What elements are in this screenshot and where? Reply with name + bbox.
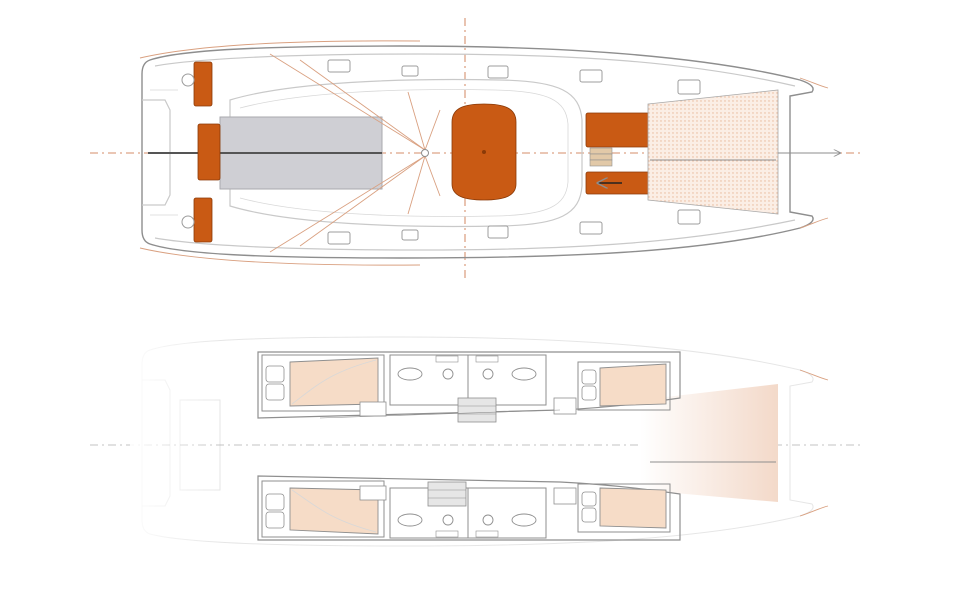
aft-bench-cushion [197, 123, 221, 181]
interior-starboard-bow-tip [799, 505, 829, 517]
port-bow-tip [799, 77, 829, 89]
starboard-helm-seat [193, 197, 213, 243]
starboard-sink-fwd [511, 513, 537, 527]
mast-step [421, 149, 429, 157]
port-companionway-steps [457, 397, 497, 423]
starboard-gunwale-line [154, 219, 796, 251]
accommodation-plan [90, 330, 860, 550]
deck-hatches [327, 59, 701, 245]
transom-step-lines [150, 89, 178, 216]
port-helm-seat [193, 61, 213, 107]
port-sheer-line [139, 40, 421, 59]
starboard-fwd-cabin [577, 483, 671, 533]
port-winch [181, 73, 195, 87]
port-shower-drain-fwd [482, 368, 494, 380]
starboard-shower-drain-aft [442, 514, 454, 526]
rigging [269, 53, 441, 253]
aft-fade-overlay [130, 330, 390, 550]
port-sink-aft [397, 367, 423, 381]
starboard-bow-tip [799, 217, 829, 229]
port-storage-unit [553, 397, 577, 415]
interior-port-bow-tip [799, 369, 829, 381]
port-gunwale-line [154, 53, 796, 87]
port-fwd-berth [599, 363, 667, 407]
companionway-steps [589, 147, 613, 167]
port-shower-drain-aft [442, 368, 454, 380]
starboard-storage-unit [553, 487, 577, 505]
starboard-hull-wall [257, 475, 681, 541]
starboard-companionway-steps [427, 481, 467, 507]
port-fwd-cabin [577, 361, 671, 411]
starboard-fwd-berth [599, 487, 667, 529]
deck-plan [90, 18, 860, 282]
deckhouse-outline [229, 78, 583, 228]
bow-trampoline [647, 89, 779, 215]
starboard-sheer-line [139, 247, 421, 266]
port-sink-fwd [511, 367, 537, 381]
lounger-center-mark [482, 150, 486, 154]
starboard-sink-aft [397, 513, 423, 527]
interior-trampoline [640, 384, 778, 502]
starboard-winch [181, 215, 195, 229]
starboard-shower-drain-fwd [482, 514, 494, 526]
deckhouse-inner-line [239, 89, 569, 217]
